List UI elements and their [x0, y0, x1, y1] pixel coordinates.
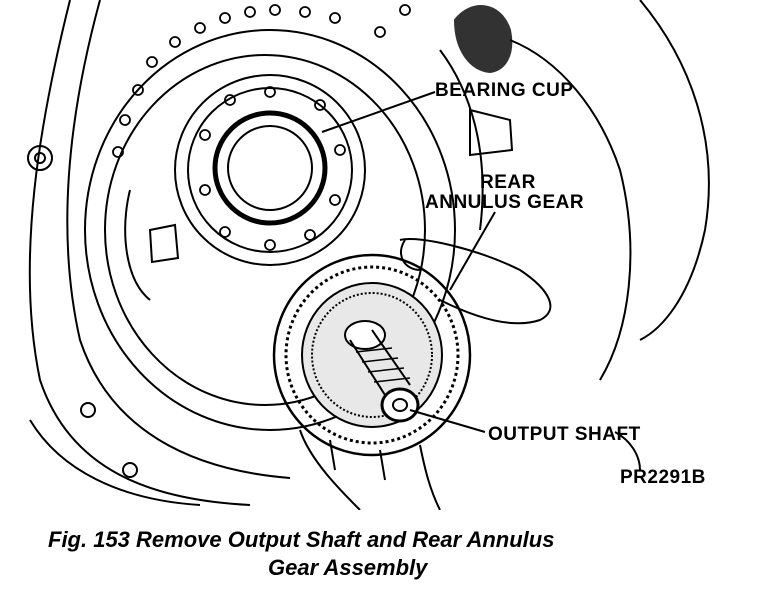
label-bearing-cup: BEARING CUP — [435, 80, 574, 101]
label-output-shaft: OUTPUT SHAFT — [488, 424, 641, 445]
carrier-bolts — [199, 86, 346, 251]
figure-caption: Fig. 153 Remove Output Shaft and Rear An… — [0, 526, 768, 582]
leader-rear-annulus — [449, 211, 496, 291]
leader-output-shaft — [409, 409, 486, 433]
hand-bottom — [299, 429, 441, 510]
label-figure-id: PR2291B — [620, 467, 706, 488]
leader-bearing-cup — [321, 91, 436, 133]
leader-figure-id — [614, 431, 641, 471]
housing-bolt-holes — [112, 4, 411, 158]
bearing-cup — [212, 110, 328, 226]
leader-lines — [321, 91, 641, 471]
rear-annulus-gear — [272, 253, 472, 457]
bolt-hole-left — [27, 145, 53, 171]
label-annulus-gear: ANNULUS GEAR — [425, 192, 585, 213]
caption-line-2: Gear Assembly — [268, 555, 428, 580]
housing-ring-outer — [84, 29, 456, 431]
shaded-lobe — [453, 5, 513, 74]
transmission-case-outline — [28, 0, 251, 506]
output-shaft — [344, 320, 420, 423]
bolt-hole-lower — [80, 402, 96, 418]
label-rear: REAR — [480, 172, 536, 193]
left-bracket — [148, 223, 180, 264]
case-flange-left — [66, 0, 291, 479]
transmission-diagram — [27, 0, 710, 510]
caption-line-1: Fig. 153 Remove Output Shaft and Rear An… — [48, 527, 555, 552]
housing-ring-inner — [104, 54, 426, 406]
bearing-carrier-outer — [174, 74, 366, 266]
hand-top — [399, 238, 552, 325]
right-housing-contour — [439, 49, 514, 231]
